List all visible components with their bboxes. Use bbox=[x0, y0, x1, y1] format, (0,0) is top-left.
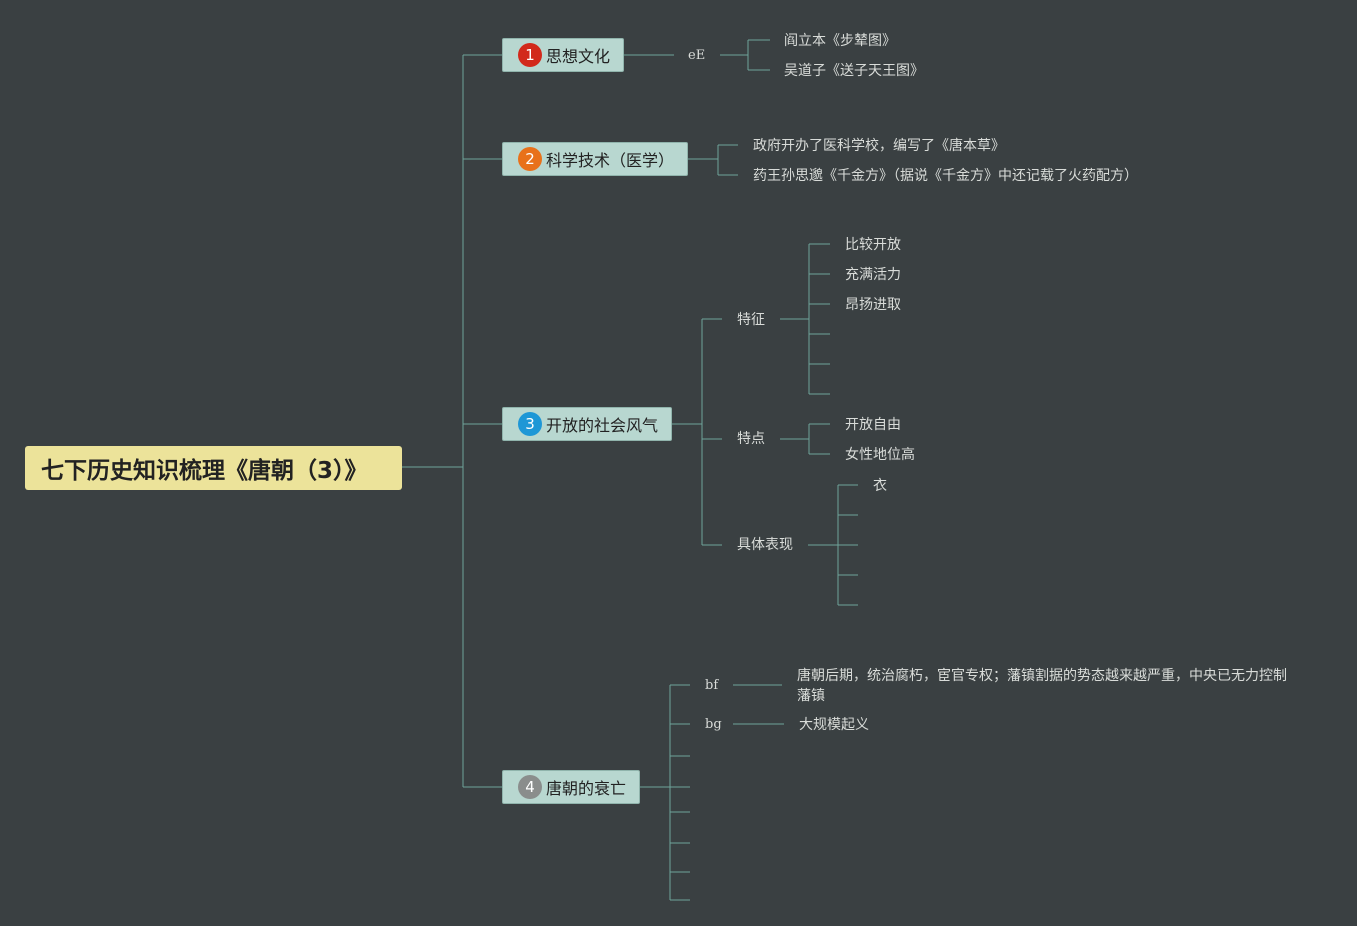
leaf-label[interactable]: 比较开放 bbox=[845, 237, 901, 253]
topic-label: 思想文化 bbox=[546, 47, 611, 66]
leaf-label[interactable]: 政府开办了医科学校，编写了《唐本草》 bbox=[753, 138, 1005, 154]
root-title: 七下历史知识梳理《唐朝（3）》 bbox=[41, 458, 368, 484]
leaf-label[interactable]: 阎立本《步辇图》 bbox=[784, 33, 896, 49]
leaf-label[interactable]: 大规模起义 bbox=[799, 717, 869, 733]
topic-label: 唐朝的衰亡 bbox=[546, 779, 627, 798]
topic-decline[interactable]: 4 唐朝的衰亡 bbox=[502, 770, 640, 804]
leaf-label[interactable]: 开放自由 bbox=[845, 417, 901, 433]
leaf-label[interactable]: 充满活力 bbox=[845, 267, 901, 283]
root-topic[interactable]: 七下历史知识梳理《唐朝（3）》 bbox=[25, 446, 402, 490]
number-1-badge-icon: 1 bbox=[518, 43, 542, 67]
topic-social-atmosphere[interactable]: 3 开放的社会风气 bbox=[502, 407, 672, 441]
leaf-label[interactable]: 女性地位高 bbox=[845, 447, 915, 463]
topic-culture[interactable]: 1 思想文化 bbox=[502, 38, 624, 72]
subtopic-label[interactable]: bg bbox=[705, 717, 722, 732]
leaf-label[interactable]: 昂扬进取 bbox=[845, 297, 901, 313]
subtopic-label[interactable]: 特点 bbox=[737, 431, 765, 447]
subtopic-label[interactable]: 特征 bbox=[737, 312, 765, 328]
subtopic-label[interactable]: eE bbox=[688, 48, 706, 63]
leaf-label[interactable]: 唐朝后期，统治腐朽，宦官专权；藩镇割据的势态越来越严重，中央已无力控制藩镇 bbox=[797, 668, 1287, 704]
subtopic-label[interactable]: bf bbox=[705, 678, 719, 693]
topic-label: 开放的社会风气 bbox=[546, 416, 659, 435]
number-2-badge-icon: 2 bbox=[518, 147, 542, 171]
topic-science-medicine[interactable]: 2 科学技术（医学） bbox=[502, 142, 688, 176]
subtopic-label[interactable]: 具体表现 bbox=[737, 537, 793, 553]
leaf-label[interactable]: 药王孙思邈《千金方》（据说《千金方》中还记载了火药配方） bbox=[753, 168, 1138, 184]
leaf-label[interactable]: 衣 bbox=[873, 478, 887, 494]
topic-label: 科学技术（医学） bbox=[546, 151, 675, 170]
leaf-label[interactable]: 吴道子《送子天王图》 bbox=[784, 63, 924, 79]
number-3-badge-icon: 3 bbox=[518, 412, 542, 436]
number-4-badge-icon: 4 bbox=[518, 775, 542, 799]
